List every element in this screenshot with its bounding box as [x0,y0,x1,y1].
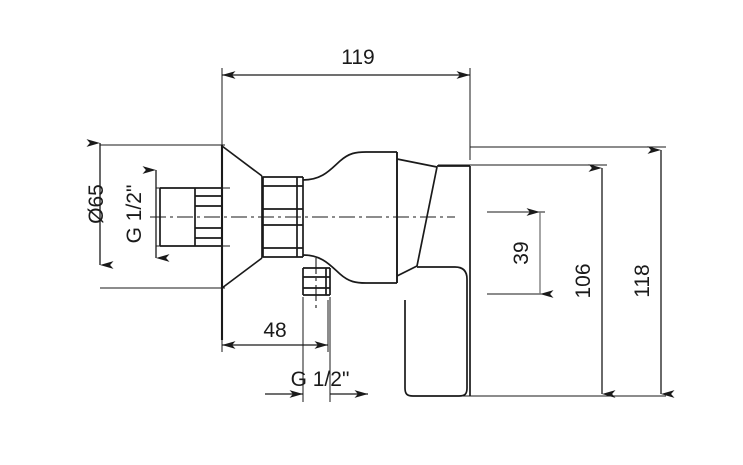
dim-label-119: 119 [341,46,374,69]
dim-label-inlet-thread: G 1/2" [123,185,146,244]
dimension-labels: 119 Ø65 G 1/2" 39 106 118 48 G 1/2" [85,46,654,391]
lever-handle [404,165,471,397]
centerlines [150,216,455,308]
dim-label-106: 106 [572,263,595,298]
tap-geometry [159,145,471,397]
hex-nut [262,176,304,258]
dimension-lines [86,71,675,398]
dim-label-outlet-thread: G 1/2" [291,368,350,391]
dim-label-48: 48 [263,319,286,342]
dim-label-flange-diameter: Ø65 [85,184,108,224]
dim-label-39: 39 [510,241,533,264]
dim-label-118: 118 [631,264,654,297]
